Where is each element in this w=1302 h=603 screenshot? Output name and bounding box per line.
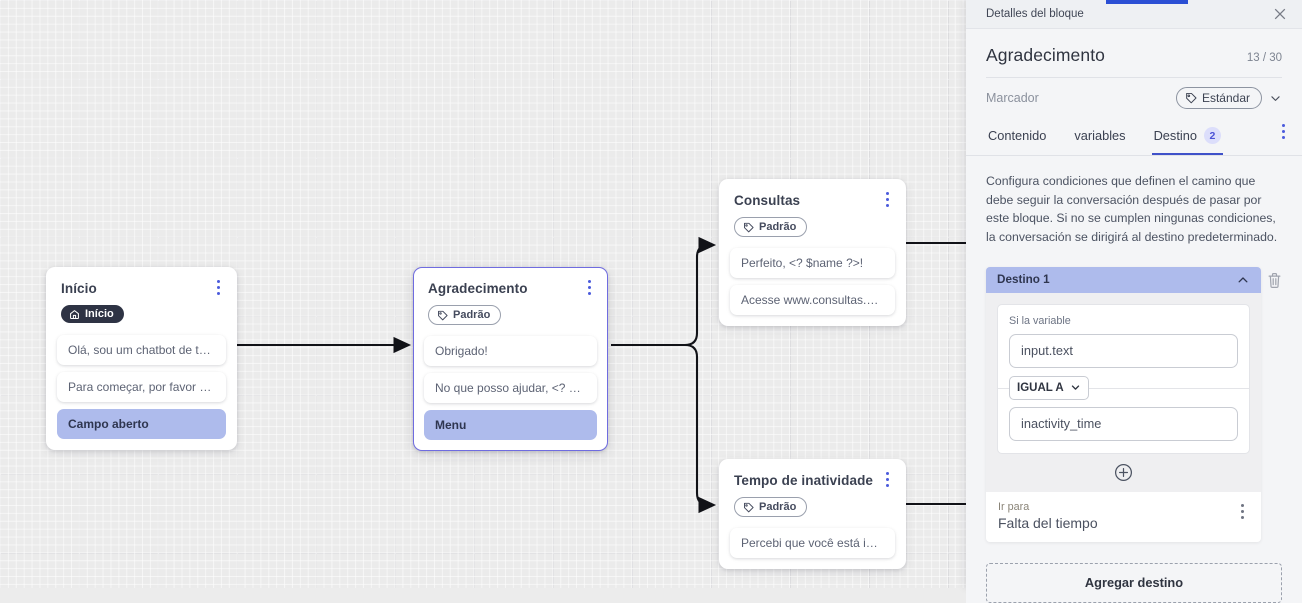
panel-content: Configura condiciones que definen el cam… [966,156,1302,603]
node-chip-active[interactable]: Campo aberto [57,408,226,439]
node-header: Tempo de inatividade Padrão [720,460,905,528]
block-details-panel: Detalles del bloque Agradecimento 13 / 3… [966,0,1302,603]
condition-label: Si la variable [1009,314,1071,327]
node-tag[interactable]: Padrão [734,217,808,238]
add-condition-row [997,454,1250,492]
node-body: Obrigado! No que posso ajudar, <? $name … [414,335,607,450]
goto-value: Falta del tiempo [998,514,1098,531]
operator-row: IGUAL A [998,375,1249,400]
node-tag-label: Padrão [759,221,797,233]
node-tag[interactable]: Padrão [428,305,502,326]
node-chip[interactable]: Percebi que você está inativo. C... [730,527,895,558]
tag-icon [744,502,754,512]
node-tag[interactable]: Padrão [734,497,808,518]
panel-header: Agradecimento 13 / 30 Marcador Estándar [966,29,1302,109]
page-title: Agradecimento [986,45,1106,65]
flow-canvas[interactable]: Início Início Olá, sou um chatbot de tes… [0,0,966,588]
goto-label: Ir para [998,500,1030,513]
chevron-down-icon[interactable] [1269,92,1282,105]
node-chip[interactable]: Obrigado! [424,335,597,366]
tab-badge: 2 [1203,127,1221,144]
flow-node-agradecimento[interactable]: Agradecimento Padrão Obrigado! No que po… [413,267,608,451]
tab-label: Contenido [988,128,1047,143]
edge-agradecimento-consultas [611,236,717,347]
destination-card: Destino 1 Si la variable input.text I [986,266,1282,542]
edge-agradecimento-inatividade [611,343,717,514]
tag-icon [744,222,754,232]
panel-topbar-title: Detalles del bloque [986,8,1084,20]
node-menu-button[interactable] [582,280,596,296]
destination-body: Si la variable input.text IGUAL A in [986,293,1261,492]
node-header: Início Início [47,268,236,335]
flow-node-inicio[interactable]: Início Início Olá, sou um chatbot de tes… [46,267,237,450]
top-tab-indicator [1106,0,1188,4]
tabs-divider [966,155,1302,156]
panel-title-row: Agradecimento 13 / 30 [986,45,1282,66]
node-chip[interactable]: No que posso ajudar, <? $name ... [424,372,597,403]
node-tag-label: Início [85,308,114,320]
node-title: Início [61,281,97,296]
goto-row[interactable]: Ir para Falta del tiempo [986,491,1261,542]
destination-header-label: Destino 1 [997,273,1050,287]
chevron-down-icon [1071,385,1079,391]
node-menu-button[interactable] [880,472,894,488]
node-chip[interactable]: Olá, sou um chatbot de teste! [57,334,226,365]
operator-select[interactable]: IGUAL A [1009,375,1089,400]
node-header: Agradecimento Padrão [414,268,607,336]
panel-topbar: Detalles del bloque [966,0,1302,29]
operator-label: IGUAL A [1017,381,1064,394]
marcador-row: Marcador Estándar [986,78,1282,109]
compare-value-input[interactable]: inactivity_time [1009,406,1238,441]
node-menu-button[interactable] [211,280,225,296]
marcador-control: Estándar [1175,87,1282,109]
marcador-pill-label: Estándar [1201,91,1250,105]
char-counter: 13 / 30 [1246,52,1282,64]
node-tag[interactable]: Início [61,305,124,324]
tag-icon [1186,92,1197,104]
destination-description: Configura condiciones que definen el cam… [986,174,1278,245]
panel-inner: Agradecimento 13 / 30 Marcador Estándar [966,29,1302,603]
node-body: Olá, sou um chatbot de teste! Para começ… [47,334,236,449]
home-icon [70,309,79,319]
marcador-label: Marcador [986,91,1039,105]
node-header: Consultas Padrão [720,180,905,248]
flow-node-inatividade[interactable]: Tempo de inatividade Padrão Percebi que … [719,459,906,569]
divider [986,77,1282,78]
tab-variables[interactable]: variables [1072,122,1127,154]
node-tag-label: Padrão [759,501,797,513]
node-chip[interactable]: Perfeito, <? $name ?>! [730,247,895,278]
node-chip[interactable]: Acesse www.consultas.com par... [730,284,895,315]
node-body: Percebi que você está inativo. C... [720,527,905,568]
destination-header[interactable]: Destino 1 [986,266,1261,293]
node-chip-active[interactable]: Menu [424,409,597,440]
chevron-up-icon[interactable] [1236,273,1250,287]
node-chip[interactable]: Para começar, por favor digite o ... [57,371,226,402]
node-tag-label: Padrão [453,309,491,321]
node-title: Agradecimento [428,281,528,296]
plus-circle-icon[interactable] [1114,463,1133,482]
condition-box: Si la variable input.text IGUAL A in [997,303,1250,454]
tab-label: variables [1074,128,1126,143]
trash-icon[interactable] [1267,272,1282,289]
destination-box: Destino 1 Si la variable input.text I [986,266,1261,542]
tab-label: Destino [1153,128,1197,143]
tag-icon [438,310,448,320]
flow-node-consultas[interactable]: Consultas Padrão Perfeito, <? $name ?>! … [719,179,906,326]
panel-tabs: Contenido variables Destino 2 [966,121,1302,155]
node-title: Tempo de inatividade [734,473,874,488]
tab-contenido[interactable]: Contenido [986,122,1048,154]
node-menu-button[interactable] [880,192,894,208]
add-destination-button[interactable]: Agregar destino [986,562,1282,603]
node-body: Perfeito, <? $name ?>! Acesse www.consul… [720,247,905,325]
tab-destino[interactable]: Destino 2 [1151,121,1223,155]
node-title: Consultas [734,193,801,208]
goto-texts: Ir para Falta del tiempo [998,501,1098,531]
variable-input[interactable]: input.text [1009,333,1238,368]
close-icon[interactable] [1272,6,1288,22]
tabs-menu-button[interactable] [1276,124,1290,140]
marcador-pill[interactable]: Estándar [1175,87,1262,109]
goto-menu-button[interactable] [1235,501,1249,520]
operator-divider [998,387,1249,389]
